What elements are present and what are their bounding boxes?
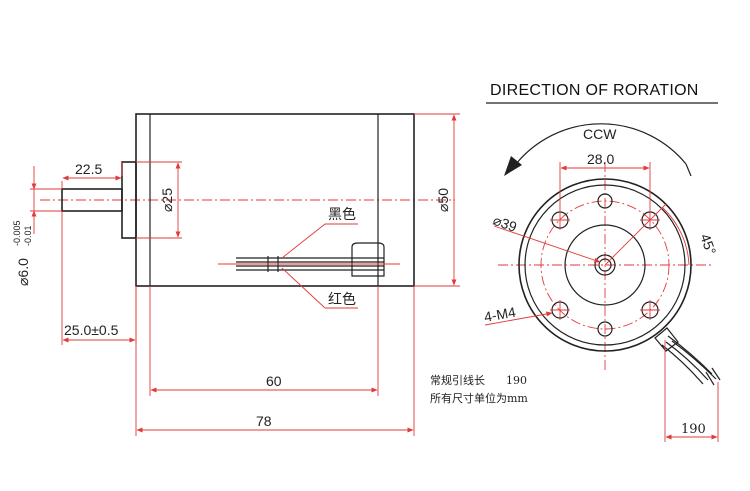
pcd-label: ⌀39 <box>491 212 519 235</box>
motor-shaft <box>61 188 123 212</box>
shaft-length-label: 22.5 <box>75 161 102 177</box>
end-shaft <box>594 254 616 276</box>
note-lead-length-value: 190 <box>506 374 527 387</box>
angle-label: 45° <box>697 232 719 257</box>
body-length-label: 60 <box>266 373 282 389</box>
end-body-outer <box>518 178 692 352</box>
pcd-circle <box>540 200 670 330</box>
overall-length-label: 78 <box>256 413 272 429</box>
boss-diameter-label: ⌀25 <box>159 188 175 212</box>
leader-black <box>281 223 326 259</box>
note-lead-length: 常规引线长 <box>430 373 485 387</box>
leader-red <box>281 267 326 309</box>
angle-arc <box>662 207 690 266</box>
mount-holes-label: 4-M4 <box>483 304 517 325</box>
wire-black-label: 黑色 <box>328 206 356 222</box>
end-view: CCW 28.0 45° <box>483 123 721 442</box>
end-boss <box>564 224 646 306</box>
title-text: DIRECTION OF RORATION <box>490 82 699 99</box>
rotation-label: CCW <box>583 126 617 142</box>
leader-mount-holes <box>484 311 553 326</box>
shaft-tol-lower: -0.01 <box>23 225 33 246</box>
hole-spacing-label: 28.0 <box>587 151 614 167</box>
side-view: 黑色 红色 22.5 ⌀25 ⌀50 ⌀6.0 -0.005 -0.01 25.… <box>12 113 460 436</box>
rotation-arrow <box>515 123 687 165</box>
end-body-inner <box>524 184 686 346</box>
notes: 常规引线长 190 所有尺寸单位为mm <box>430 373 528 405</box>
leader-pcd <box>493 225 601 263</box>
wire-grommet <box>351 242 385 277</box>
lead-length-label: 190 <box>681 422 706 437</box>
wire-red-label: 红色 <box>328 291 356 307</box>
end-lead-wires <box>654 327 721 386</box>
rotation-arrowhead <box>504 156 522 176</box>
lead-wires <box>218 242 400 277</box>
shaft-position-label: 25.0±0.5 <box>64 322 119 338</box>
note-units: 所有尺寸单位为mm <box>430 391 528 405</box>
shaft-tol-upper: -0.005 <box>12 220 22 246</box>
body-diameter-label: ⌀50 <box>435 188 451 212</box>
shaft-diameter-label: ⌀6.0 <box>15 258 31 286</box>
rotation-title: DIRECTION OF RORATION <box>486 82 718 104</box>
